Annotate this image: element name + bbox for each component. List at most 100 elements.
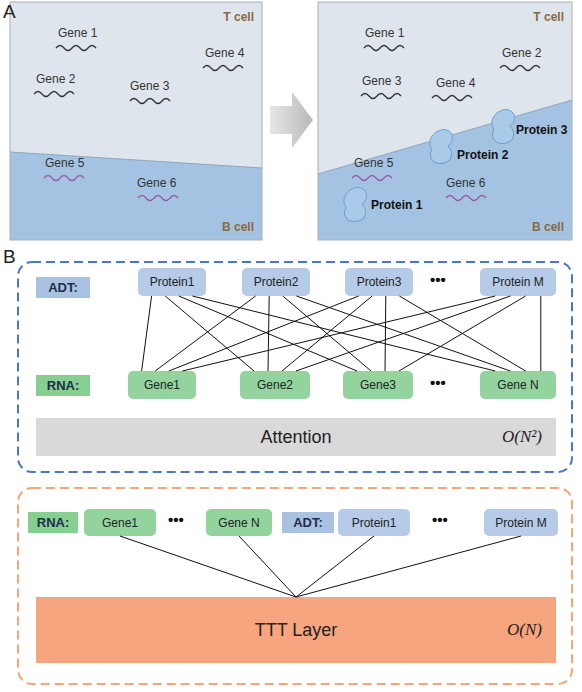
modality-tag: ADT: xyxy=(282,512,334,533)
connector-line xyxy=(179,296,357,371)
feature-box: Protein1 xyxy=(338,509,410,536)
panel-letter: A xyxy=(3,1,16,23)
connector-line xyxy=(283,296,371,371)
rna-squiggle xyxy=(361,94,401,99)
rna-squiggle xyxy=(446,196,486,201)
text-label: Gene 2 xyxy=(36,72,75,86)
text-label: Gene 6 xyxy=(137,176,176,190)
rna-squiggle xyxy=(432,96,472,101)
box-label: Gene1 xyxy=(102,516,138,530)
text-label: Protein 2 xyxy=(457,148,508,162)
box-label: RNA: xyxy=(47,378,80,393)
connector-line xyxy=(296,536,374,597)
layer-bar: AttentionO(N²) xyxy=(36,418,556,456)
cell-label: T cell xyxy=(533,10,564,24)
connector-line xyxy=(268,296,269,371)
box-label: Protein2 xyxy=(254,275,299,289)
dashed-frame xyxy=(18,262,572,472)
feature-box: Gene3 xyxy=(343,371,413,399)
feature-box: Gene N xyxy=(480,371,556,399)
connector-line xyxy=(155,296,255,371)
cell-label: T cell xyxy=(223,10,254,24)
dashed-frame xyxy=(18,488,572,684)
connector-line xyxy=(399,296,525,371)
connector-line xyxy=(399,296,526,371)
rna-squiggle xyxy=(364,46,404,51)
feature-box: Gene N xyxy=(206,509,272,536)
box-label: Gene3 xyxy=(360,378,396,392)
panel-border xyxy=(10,2,262,240)
ellipsis: ••• xyxy=(168,511,184,528)
text-label: Gene 4 xyxy=(436,76,475,90)
panel-border xyxy=(318,2,572,240)
text-label: Gene 1 xyxy=(58,26,97,40)
protein-blobs xyxy=(344,109,515,221)
rna-squiggle xyxy=(56,46,96,51)
layer-name: Attention xyxy=(36,427,556,448)
transition-arrow xyxy=(270,92,313,148)
connector-line xyxy=(296,296,510,371)
text-label: Gene 5 xyxy=(354,156,393,170)
box-label: Protein3 xyxy=(357,275,402,289)
connector-line xyxy=(385,296,387,371)
region-fill xyxy=(10,152,262,240)
cell-label: B cell xyxy=(222,220,254,234)
box-label: Protein1 xyxy=(352,516,397,530)
text-label: Protein 1 xyxy=(371,198,422,212)
ellipsis: ••• xyxy=(430,374,446,391)
feature-box: Gene1 xyxy=(84,509,156,536)
box-label: RNA: xyxy=(37,515,70,530)
feature-box: Gene1 xyxy=(128,371,196,399)
text-label: Gene 1 xyxy=(365,26,404,40)
connector-line xyxy=(239,536,296,597)
connector-line xyxy=(192,296,495,371)
panel-letter: B xyxy=(3,246,16,268)
region-fill xyxy=(10,2,262,168)
ellipsis: ••• xyxy=(432,511,448,528)
rna-squiggle xyxy=(352,176,392,181)
text-label: Protein 3 xyxy=(516,123,567,137)
text-label: Gene 4 xyxy=(205,46,244,60)
box-label: ADT: xyxy=(293,515,323,530)
modality-tag: RNA: xyxy=(36,375,90,396)
connector-line xyxy=(165,296,254,371)
feature-box: Gene2 xyxy=(240,371,310,399)
feature-box: Protein3 xyxy=(345,268,413,296)
modality-tag: RNA: xyxy=(28,512,78,533)
box-label: Gene2 xyxy=(257,378,293,392)
box-label: Gene N xyxy=(218,516,259,530)
rna-squiggle xyxy=(34,92,74,97)
rna-squiggles xyxy=(34,46,540,201)
text-label: Gene 3 xyxy=(130,79,169,93)
connector-line xyxy=(296,296,510,371)
connector-line xyxy=(540,296,541,371)
region-fill xyxy=(318,100,572,240)
feature-box: Protein2 xyxy=(242,268,310,296)
box-label: Protein M xyxy=(492,275,543,289)
cell-boundary xyxy=(318,100,572,174)
protein-blob xyxy=(492,109,515,143)
box-label: Protein1 xyxy=(150,275,195,289)
box-label: Protein M xyxy=(495,516,546,530)
complexity-label: O(N) xyxy=(507,620,542,640)
feature-box: Protein M xyxy=(484,509,558,536)
feature-box: Protein1 xyxy=(138,268,206,296)
protein-blob xyxy=(344,187,367,221)
connector-line xyxy=(296,536,521,597)
feature-box: Protein M xyxy=(480,268,556,296)
cell-label: B cell xyxy=(532,220,564,234)
layer-bar: TTT LayerO(N) xyxy=(36,597,556,663)
box-label: Gene1 xyxy=(144,378,180,392)
rna-squiggle xyxy=(138,196,178,201)
box-label: Gene N xyxy=(497,378,538,392)
modality-tag: ADT: xyxy=(36,277,90,298)
text-label: Gene 3 xyxy=(362,74,401,88)
text-label: Gene 5 xyxy=(45,156,84,170)
box-label: ADT: xyxy=(48,280,78,295)
connector-line xyxy=(120,536,296,597)
rna-squiggle xyxy=(44,176,84,181)
rna-squiggle xyxy=(203,66,243,71)
